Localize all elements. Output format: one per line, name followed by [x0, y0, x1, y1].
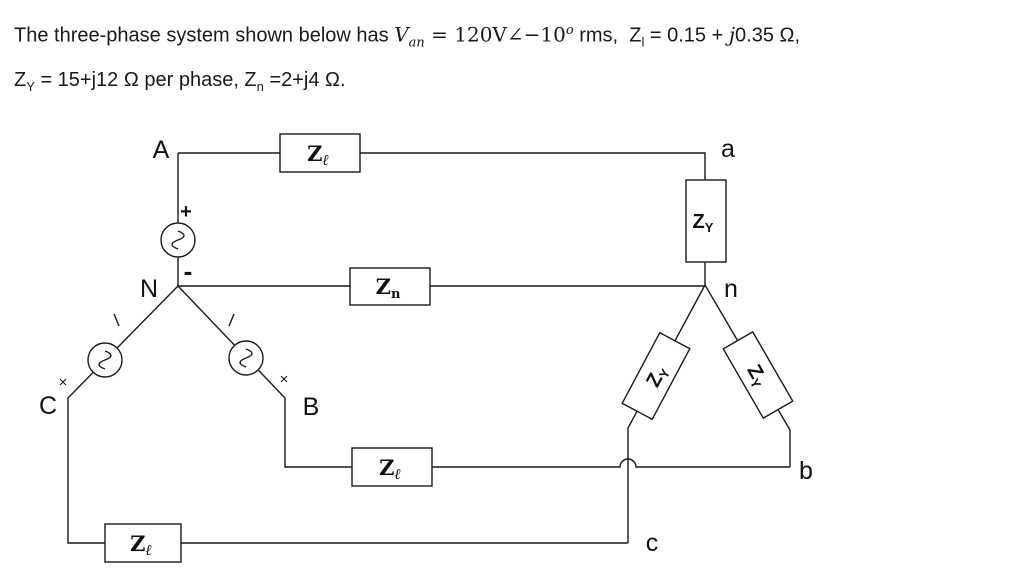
Z-n-subscript: n — [256, 78, 264, 94]
impedance-box — [279, 133, 361, 173]
wire-phase-b-with-hop — [177, 285, 790, 468]
node-label-n: n — [724, 275, 738, 303]
plus-sign: + — [180, 201, 192, 223]
sine-wave-icon — [171, 230, 185, 250]
z-line-box-middle: Zℓ — [351, 447, 433, 487]
wire-phase-a-top — [178, 152, 706, 285]
z-line-label: Zℓ — [307, 141, 329, 169]
wire-load-branch-c — [627, 284, 706, 543]
sine-wave-icon — [239, 348, 253, 368]
impedance-box — [351, 447, 433, 487]
problem-statement: The three-phase system shown below has V… — [14, 12, 800, 105]
problem-line-2: ZY = 15+j12 Ω per phase, Zn =2+j4 Ω. — [14, 62, 800, 105]
z-line-label: Zℓ — [130, 531, 152, 559]
node-label-a: a — [721, 135, 735, 163]
problem-line-1: The three-phase system shown below has V… — [14, 12, 800, 62]
node-label-N: N — [140, 275, 158, 303]
impedance-box — [621, 331, 691, 421]
Z-line-subscript: l — [641, 34, 645, 50]
z-line-box-top: Zℓ — [279, 133, 361, 173]
polarity-tick-left-icon — [113, 313, 120, 327]
zy-load-phase-c: ZY — [621, 331, 691, 421]
ac-source-b — [228, 340, 264, 376]
math-V: V — [394, 22, 409, 47]
node-label-B: B — [303, 393, 320, 421]
node-label-b: b — [799, 457, 813, 485]
ac-source-c — [87, 342, 123, 378]
text-run: = 15+j12 Ω per phase, Z — [34, 68, 257, 91]
wire-phase-c — [67, 285, 628, 544]
zy-load-phase-b: ZY — [722, 330, 794, 420]
node-label-A: A — [153, 136, 170, 164]
node-label-C: C — [39, 392, 57, 420]
z-line-box-bottom: Zℓ — [104, 523, 182, 563]
wire-load-branch-b — [704, 284, 791, 467]
impedance-box — [349, 267, 431, 306]
degree-superscript: o — [565, 23, 574, 38]
sine-wave-icon — [98, 350, 112, 370]
text-run: Z — [14, 68, 27, 91]
text-run: The three-phase system shown below has — [14, 24, 395, 47]
cross-mark-b: × — [280, 371, 289, 388]
z-neutral-label: Zn — [376, 274, 401, 302]
Z-Y-subscript: Y — [26, 78, 35, 94]
math-j: j — [728, 22, 736, 47]
impedance-box — [722, 330, 794, 420]
z-line-label: Zℓ — [379, 455, 401, 483]
wires — [67, 152, 791, 544]
text-run: =2+j4 Ω. — [263, 68, 346, 91]
math-run: = 120V∠−10 — [424, 22, 566, 47]
text-run: = 0.15 + — [644, 24, 729, 47]
z-neutral-box: Zn — [349, 267, 431, 306]
impedance-box — [104, 523, 182, 563]
minus-sign: - — [184, 256, 193, 286]
impedance-box — [685, 179, 727, 263]
zy-label: ZY — [693, 211, 714, 235]
zy-load-phase-a: ZY — [685, 179, 727, 263]
cross-mark-c: × — [59, 374, 68, 391]
polarity-tick-right-icon — [228, 313, 235, 327]
ac-source-a — [160, 222, 196, 258]
text-run: 0.35 Ω, — [735, 24, 801, 47]
text-run: rms, Z — [573, 24, 642, 47]
node-label-c: c — [646, 529, 659, 557]
math-V-subscript: an — [408, 35, 425, 51]
